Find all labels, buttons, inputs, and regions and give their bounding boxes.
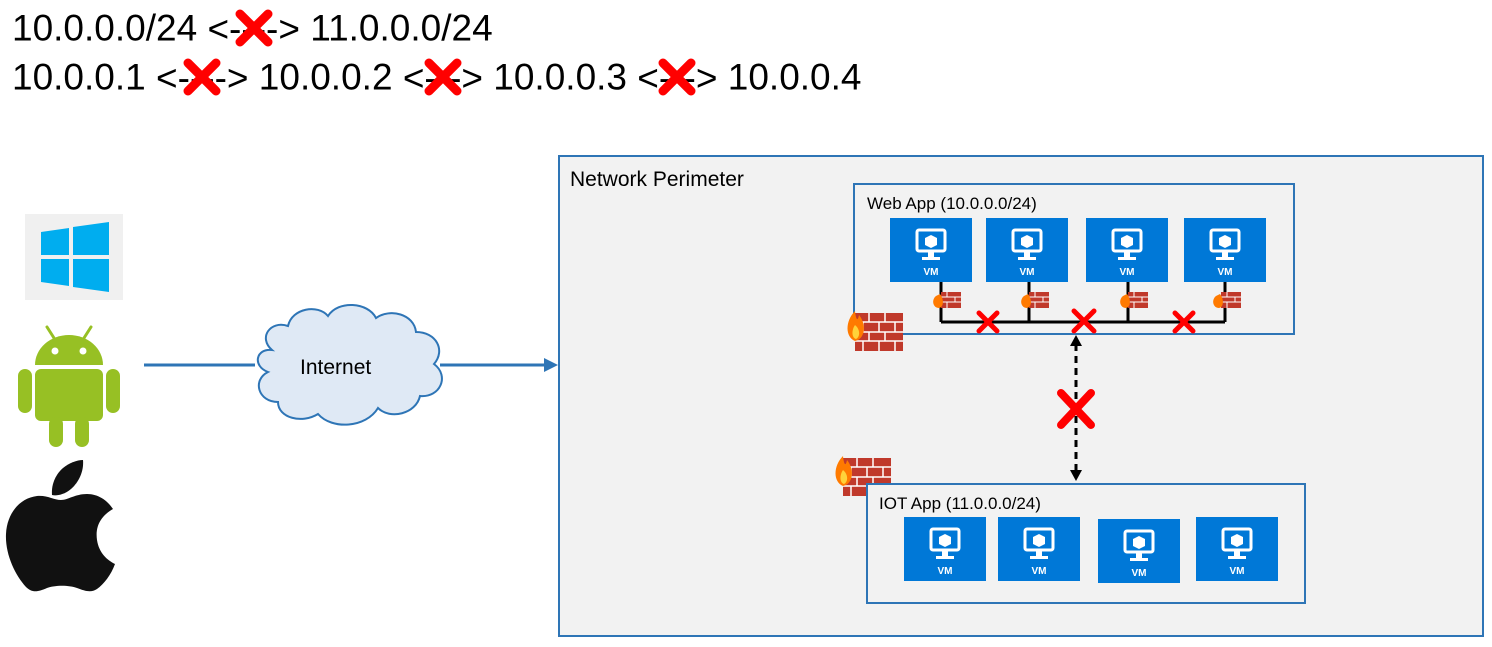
apple-icon	[5, 458, 117, 592]
vm-tile: VM	[998, 517, 1080, 581]
vm-tile: VM	[890, 218, 972, 282]
vm-label: VM	[1031, 566, 1047, 577]
vm-monitor-icon	[1123, 529, 1155, 561]
vm-firewall-icon	[1120, 292, 1148, 308]
perimeter-label: Network Perimeter	[570, 168, 744, 191]
vm-monitor-icon	[929, 527, 961, 559]
vm-label: VM	[937, 566, 953, 577]
blocked-x-icon	[1057, 389, 1095, 429]
header-line-1: 10.0.0.0/24 <----> 11.0.0.0/24	[12, 7, 493, 48]
header-line-2: 10.0.0.1 <----> 10.0.0.2 <---> 10.0.0.3 …	[12, 56, 862, 97]
blocked-arrow: <---->	[156, 57, 249, 97]
cloud-icon	[257, 303, 443, 426]
iot-app-label: IOT App (11.0.0.0/24)	[879, 494, 1041, 513]
subnet-iot: 11.0.0.0/24	[310, 7, 493, 49]
blocked-x-icon	[658, 58, 696, 96]
blocked-x-icon	[424, 58, 462, 96]
vm-label: VM	[923, 267, 939, 278]
vm-tile: VM	[1184, 218, 1266, 282]
vm-monitor-icon	[915, 228, 947, 260]
vm-tile: VM	[986, 218, 1068, 282]
vm-label: VM	[1217, 267, 1233, 278]
vm-tile: VM	[904, 517, 986, 581]
blocked-x-icon	[976, 310, 1000, 334]
blocked-arrow: <--->	[403, 57, 483, 97]
vm-monitor-icon	[1209, 228, 1241, 260]
web-app-firewall-icon	[847, 311, 903, 351]
vm-label: VM	[1229, 566, 1245, 577]
blocked-x-icon	[235, 9, 273, 47]
ip-1: 10.0.0.1	[12, 56, 146, 98]
vm-label: VM	[1019, 267, 1035, 278]
vm-firewall-icon	[1213, 292, 1241, 308]
internet-label: Internet	[300, 356, 372, 379]
blocked-x-icon	[1172, 310, 1196, 334]
vm-monitor-icon	[1023, 527, 1055, 559]
vm-label: VM	[1131, 568, 1147, 579]
arrow-head-icon	[544, 358, 558, 372]
blocked-x-icon	[1071, 308, 1097, 334]
vm-tile: VM	[1086, 218, 1168, 282]
windows-icon	[25, 214, 123, 300]
blocked-arrow: <--->	[637, 57, 717, 97]
vm-monitor-icon	[1221, 527, 1253, 559]
vm-firewall-icon	[933, 292, 961, 308]
ip-4: 10.0.0.4	[727, 56, 862, 98]
android-icon	[17, 323, 121, 448]
vm-tile: VM	[1098, 519, 1180, 583]
ip-2: 10.0.0.2	[258, 56, 393, 98]
internet-connection	[144, 303, 558, 426]
app-interconnect	[1057, 335, 1095, 481]
web-app-label: Web App (10.0.0.0/24)	[867, 194, 1037, 213]
arrow-head-icon	[1070, 335, 1082, 346]
blocked-x-icon	[183, 58, 221, 96]
ip-3: 10.0.0.3	[493, 56, 628, 98]
vm-label: VM	[1119, 267, 1135, 278]
vm-firewall-icon	[1021, 292, 1049, 308]
subnet-web: 10.0.0.0/24	[12, 7, 198, 49]
vm-tile: VM	[1196, 517, 1278, 581]
vm-monitor-icon	[1011, 228, 1043, 260]
blocked-arrow: <---->	[207, 8, 300, 48]
web-subnet-bus	[933, 282, 1241, 334]
arrow-head-icon	[1070, 470, 1082, 481]
vm-monitor-icon	[1111, 228, 1143, 260]
